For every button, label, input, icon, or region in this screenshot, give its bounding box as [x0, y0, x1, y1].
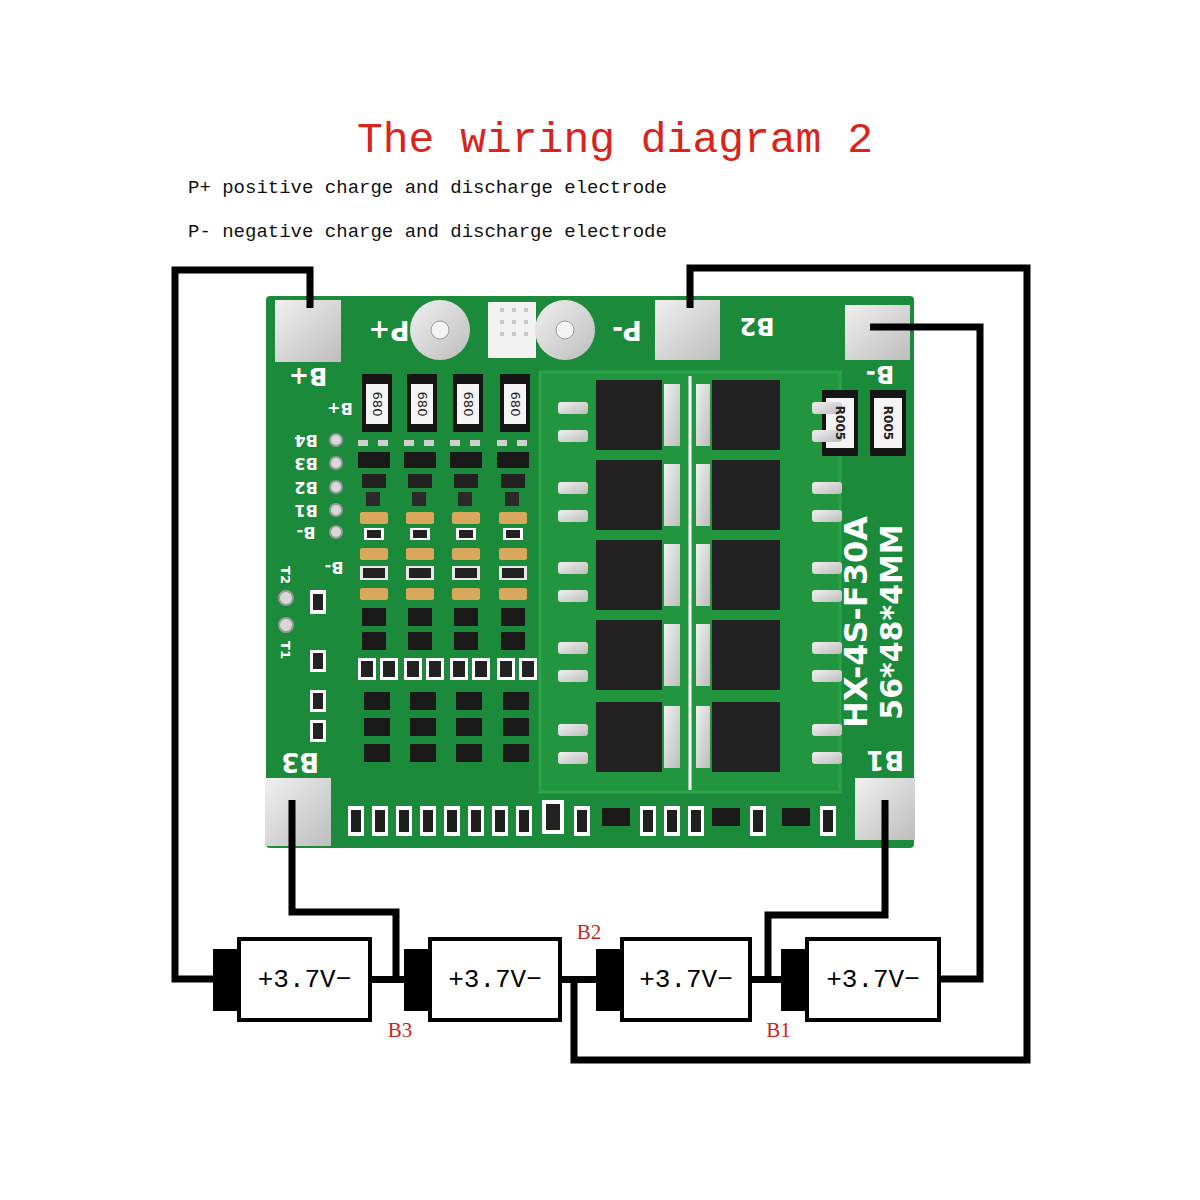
pin-label: B-: [325, 559, 344, 575]
pad-label: B-: [866, 362, 894, 386]
pin-label: B1: [294, 502, 317, 518]
mosfet: [558, 380, 842, 772]
pin-label: B3: [294, 455, 317, 471]
board-size: 56*48*4MM: [877, 524, 907, 719]
diagram-title: The wiring diagram 2: [357, 119, 873, 162]
pin-label: B+: [327, 400, 353, 416]
resistor-code: 680: [509, 392, 522, 417]
resistor-code: R005: [834, 406, 846, 440]
sense-resistor: [362, 374, 530, 432]
pad-label: B+: [289, 364, 327, 388]
pin-label: T2: [279, 566, 292, 584]
pad-label: B1: [866, 747, 904, 773]
pin-label: B2: [294, 479, 317, 495]
cell-voltage: +3.7V−: [639, 965, 733, 995]
battery-cell: +3.7V−: [428, 937, 562, 1022]
shunt-resistor: [822, 390, 906, 456]
resistor-code: 680: [416, 392, 429, 417]
battery-cell: +3.7V−: [620, 937, 752, 1022]
p-minus-terminal: [535, 300, 595, 360]
pad-label: P-: [612, 317, 641, 343]
legend-note: P+ positive charge and discharge electro…: [188, 179, 667, 198]
series-link: [562, 976, 620, 983]
wire: [175, 268, 1027, 1060]
resistor-code: 680: [371, 392, 384, 417]
pin-label: B4: [294, 432, 317, 448]
p-plus-terminal: [410, 300, 470, 360]
pcb-board: [266, 296, 914, 848]
cell-voltage: +3.7V−: [826, 965, 920, 995]
cell-voltage: +3.7V−: [258, 965, 352, 995]
board-model: HX-4S-F30A: [840, 516, 872, 728]
pin-label: B-: [297, 524, 316, 540]
node-label: B1: [766, 1019, 791, 1040]
pad-label: B2: [740, 314, 775, 338]
battery-cell: +3.7V−: [237, 937, 372, 1022]
series-link: [752, 976, 805, 983]
series-link: [372, 976, 428, 983]
node-label: B2: [577, 921, 602, 942]
resistor-code: 680: [462, 392, 475, 417]
legend-note: P- negative charge and discharge electro…: [188, 223, 667, 242]
b3-pad: [265, 778, 331, 846]
cell-voltage: +3.7V−: [448, 965, 542, 995]
p-minus-pad: [655, 300, 720, 360]
battery-cell: +3.7V−: [805, 937, 941, 1022]
node-label: B3: [388, 1019, 413, 1040]
pin-label: T1: [279, 641, 292, 659]
pad-label: P+: [369, 317, 410, 343]
pad-label: B3: [281, 749, 319, 775]
resistor-code: R005: [882, 406, 894, 440]
b-minus-pad: [845, 305, 910, 360]
b-plus-pad: [275, 300, 341, 362]
